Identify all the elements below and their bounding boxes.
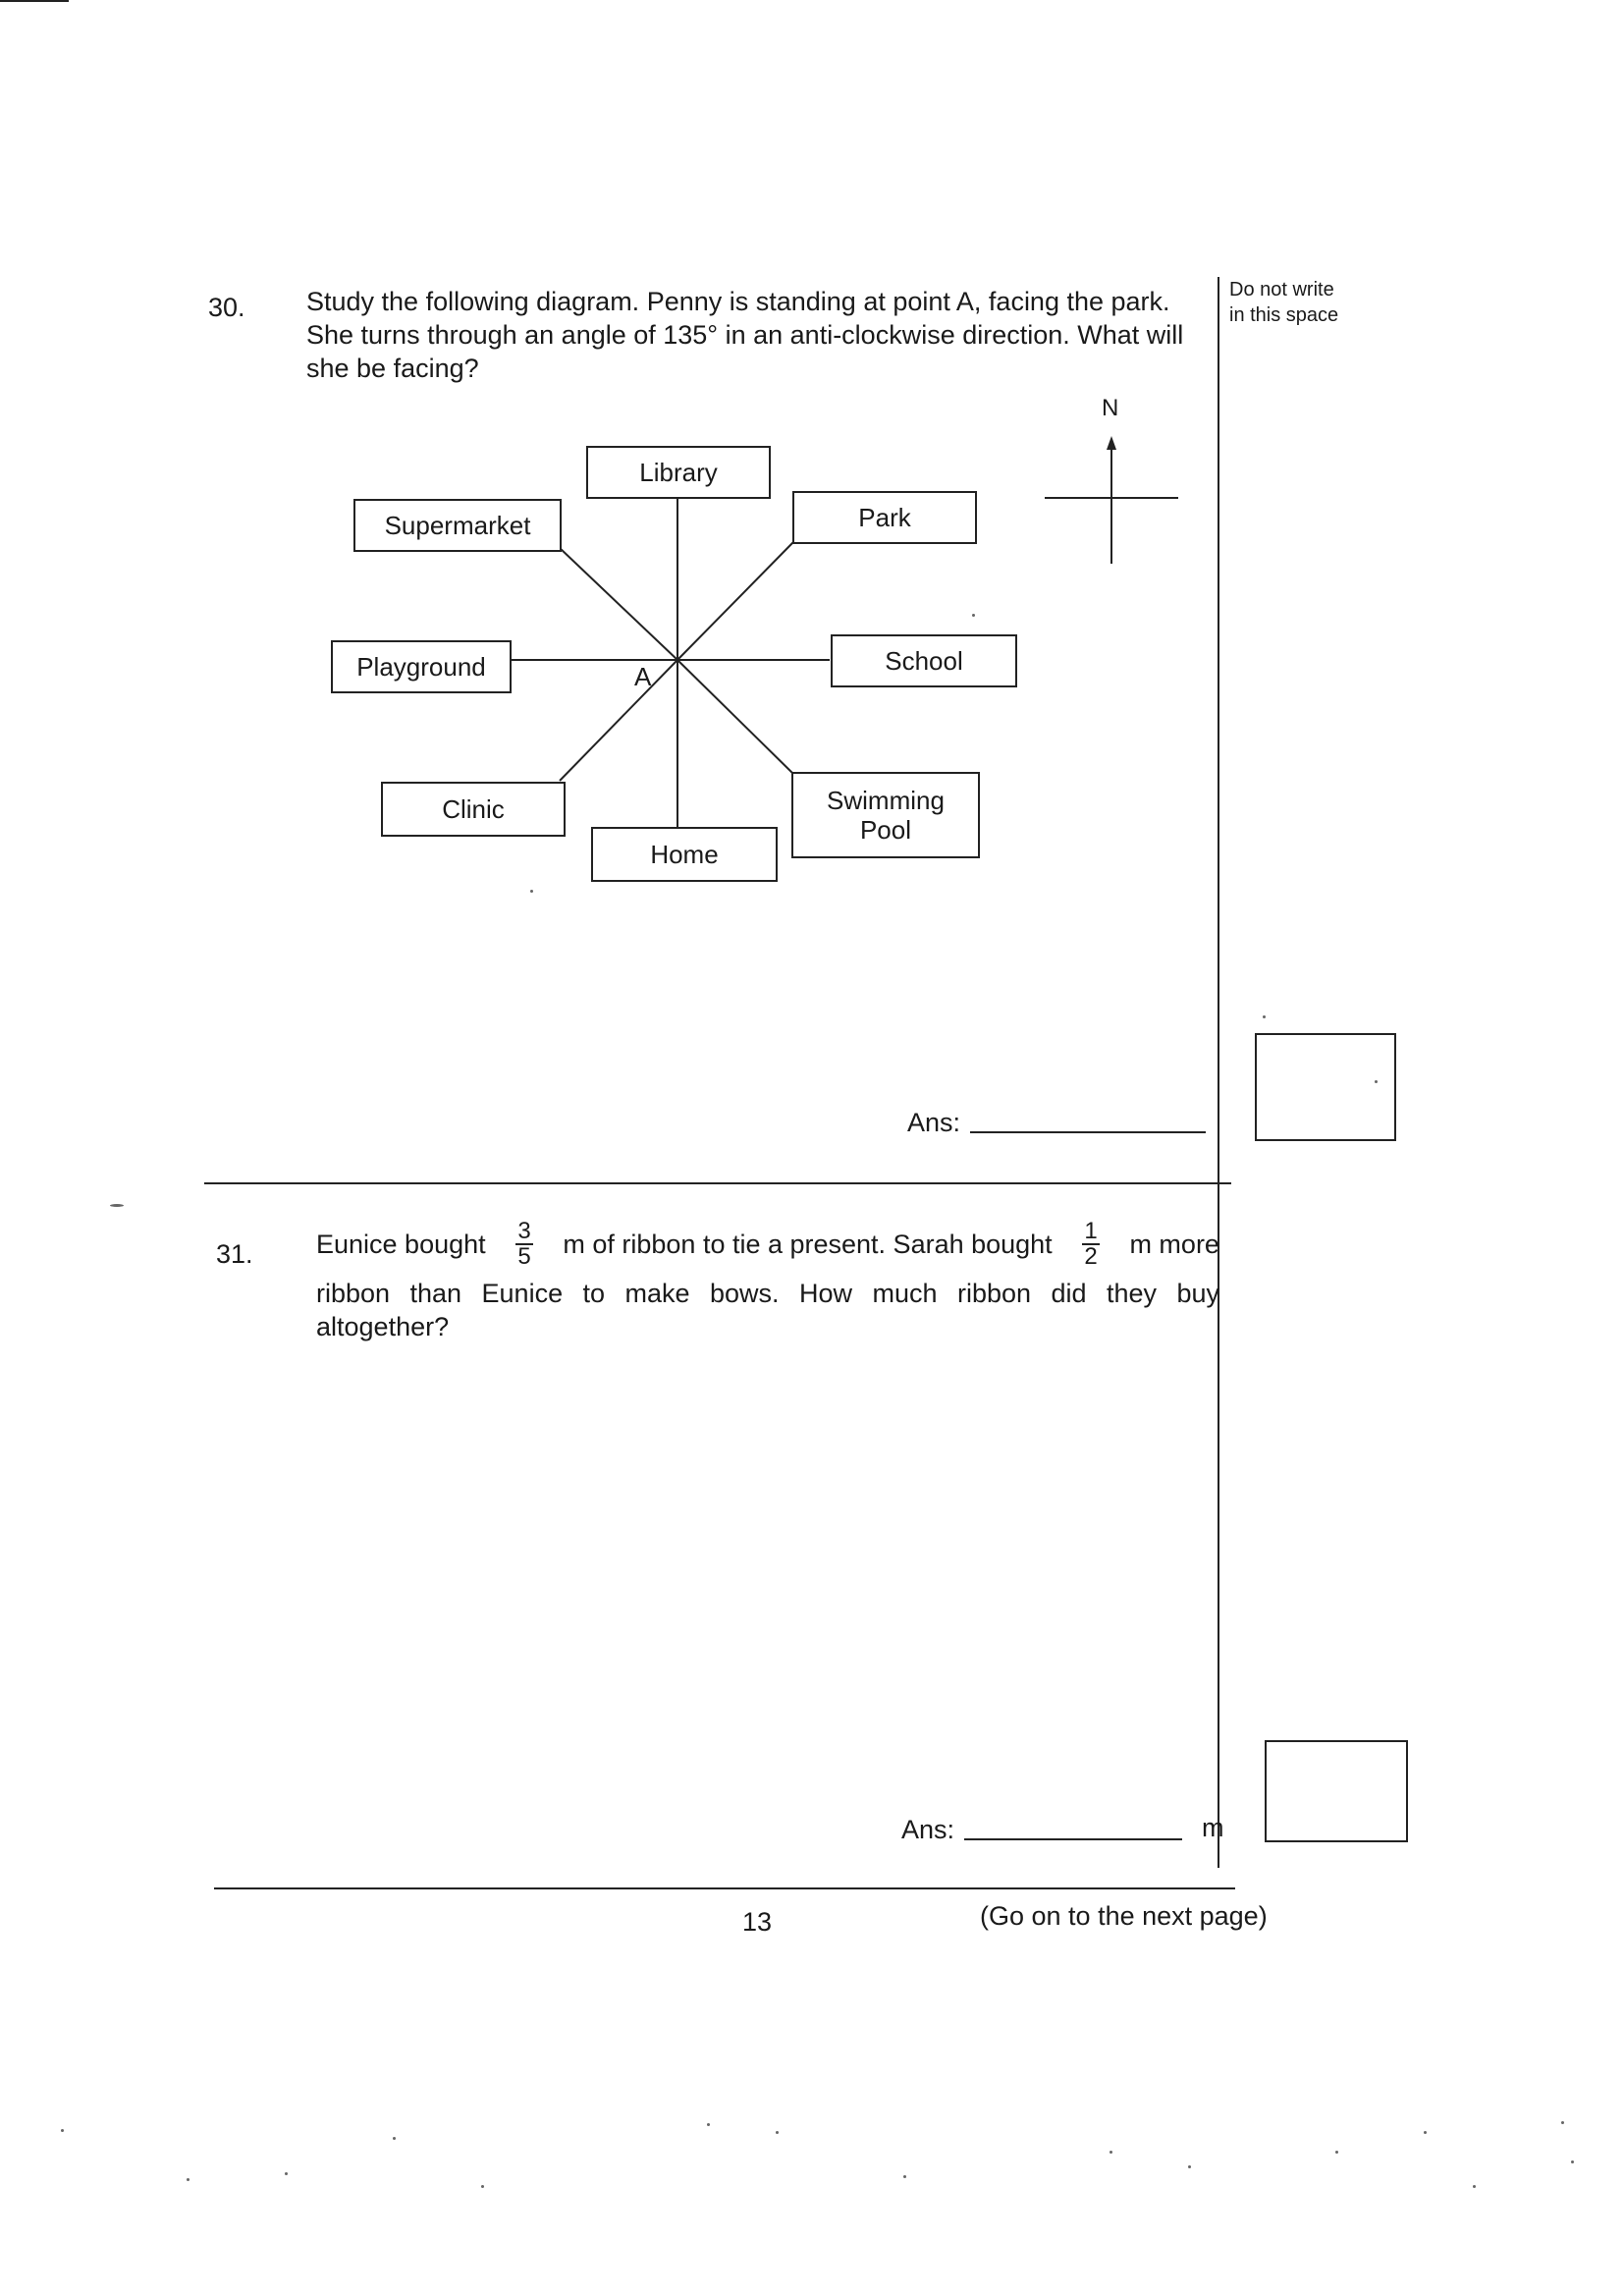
question-30-mark-box	[1255, 1033, 1396, 1141]
line-to-park	[677, 541, 794, 661]
place-supermarket: Supermarket	[353, 499, 562, 552]
scan-speck	[285, 2172, 288, 2175]
scan-speck	[1561, 2121, 1564, 2124]
scan-speck	[707, 2123, 710, 2126]
question-31-number: 31.	[216, 1239, 253, 1269]
scan-speck	[1335, 2151, 1338, 2154]
margin-note: Do not write in this space	[1229, 277, 1338, 328]
question-30-answer-line[interactable]	[970, 1131, 1206, 1133]
question-31-answer-unit: m	[1202, 1813, 1224, 1842]
scan-mark	[0, 0, 69, 2]
question-31-part1: Eunice bought	[316, 1230, 486, 1259]
scan-speck	[972, 614, 975, 617]
place-playground: Playground	[331, 640, 512, 693]
scan-speck	[393, 2137, 396, 2140]
question-31-text: Eunice bought 3 5 m of ribbon to tie a p…	[316, 1212, 1219, 1343]
margin-note-line1: Do not write	[1229, 279, 1334, 301]
question-separator	[204, 1182, 1231, 1184]
scan-speck	[1263, 1015, 1266, 1018]
question-31-line3: altogether?	[316, 1312, 450, 1341]
line-to-clinic	[559, 659, 678, 782]
direction-diagram-lines	[511, 436, 1178, 828]
line-to-swimming-pool	[677, 659, 794, 775]
scan-speck	[1188, 2165, 1191, 2168]
fraction1-denominator: 5	[517, 1243, 531, 1270]
question-30-number: 30.	[208, 293, 245, 322]
fraction-three-fifths: 3 5	[515, 1218, 533, 1270]
scan-speck	[1110, 2151, 1112, 2154]
margin-note-line2: in this space	[1229, 304, 1339, 326]
question-31-line1: Eunice bought 3 5 m of ribbon to tie a p…	[316, 1212, 1219, 1277]
point-a-label: A	[634, 662, 652, 691]
compass-north-label: N	[1102, 395, 1119, 421]
place-park: Park	[792, 491, 977, 544]
question-30-text: Study the following diagram. Penny is st…	[306, 285, 1210, 385]
scan-speck	[110, 1204, 124, 1207]
question-30-line2: She turns through an angle of 135° in an…	[306, 320, 1184, 350]
scan-speck	[903, 2175, 906, 2178]
place-home: Home	[591, 827, 778, 882]
question-30-line1: Study the following diagram. Penny is st…	[306, 287, 1170, 316]
page-number: 13	[742, 1907, 773, 1937]
place-swimming-pool: Swimming Pool	[791, 772, 980, 858]
question-31-part2: m of ribbon to tie a present. Sarah boug…	[563, 1230, 1053, 1259]
question-31-part3: m more	[1129, 1230, 1219, 1259]
next-page-note: (Go on to the next page)	[980, 1901, 1268, 1931]
place-school: School	[831, 634, 1017, 687]
question-31-answer-line[interactable]	[964, 1838, 1182, 1840]
scan-speck	[1571, 2160, 1574, 2163]
question-31-answer-label: Ans:	[901, 1815, 955, 1844]
swimming-pool-line2: Pool	[859, 815, 912, 845]
question-31-mark-box	[1265, 1740, 1408, 1842]
scan-speck	[1424, 2131, 1427, 2134]
fraction1-numerator: 3	[515, 1218, 533, 1245]
compass-arrow-icon	[1107, 436, 1116, 450]
scan-speck	[776, 2131, 779, 2134]
scan-speck	[530, 890, 533, 893]
fraction2-numerator: 1	[1082, 1218, 1100, 1245]
scan-speck	[61, 2129, 64, 2132]
fraction-one-half: 1 2	[1082, 1218, 1100, 1270]
scan-speck	[187, 2178, 189, 2181]
place-library: Library	[586, 446, 771, 499]
scan-speck	[481, 2185, 484, 2188]
line-to-supermarket	[559, 547, 678, 661]
question-30-line3: she be facing?	[306, 354, 479, 383]
question-30-answer-label: Ans:	[907, 1108, 961, 1137]
fraction2-denominator: 2	[1084, 1243, 1098, 1270]
scan-speck	[1473, 2185, 1476, 2188]
margin-rule	[1218, 277, 1219, 1868]
place-clinic: Clinic	[381, 782, 566, 837]
bottom-separator	[214, 1887, 1235, 1889]
question-31-line2: ribbon than Eunice to make bows. How muc…	[316, 1279, 1219, 1308]
scan-speck	[1375, 1080, 1378, 1083]
swimming-pool-line1: Swimming	[827, 786, 945, 815]
